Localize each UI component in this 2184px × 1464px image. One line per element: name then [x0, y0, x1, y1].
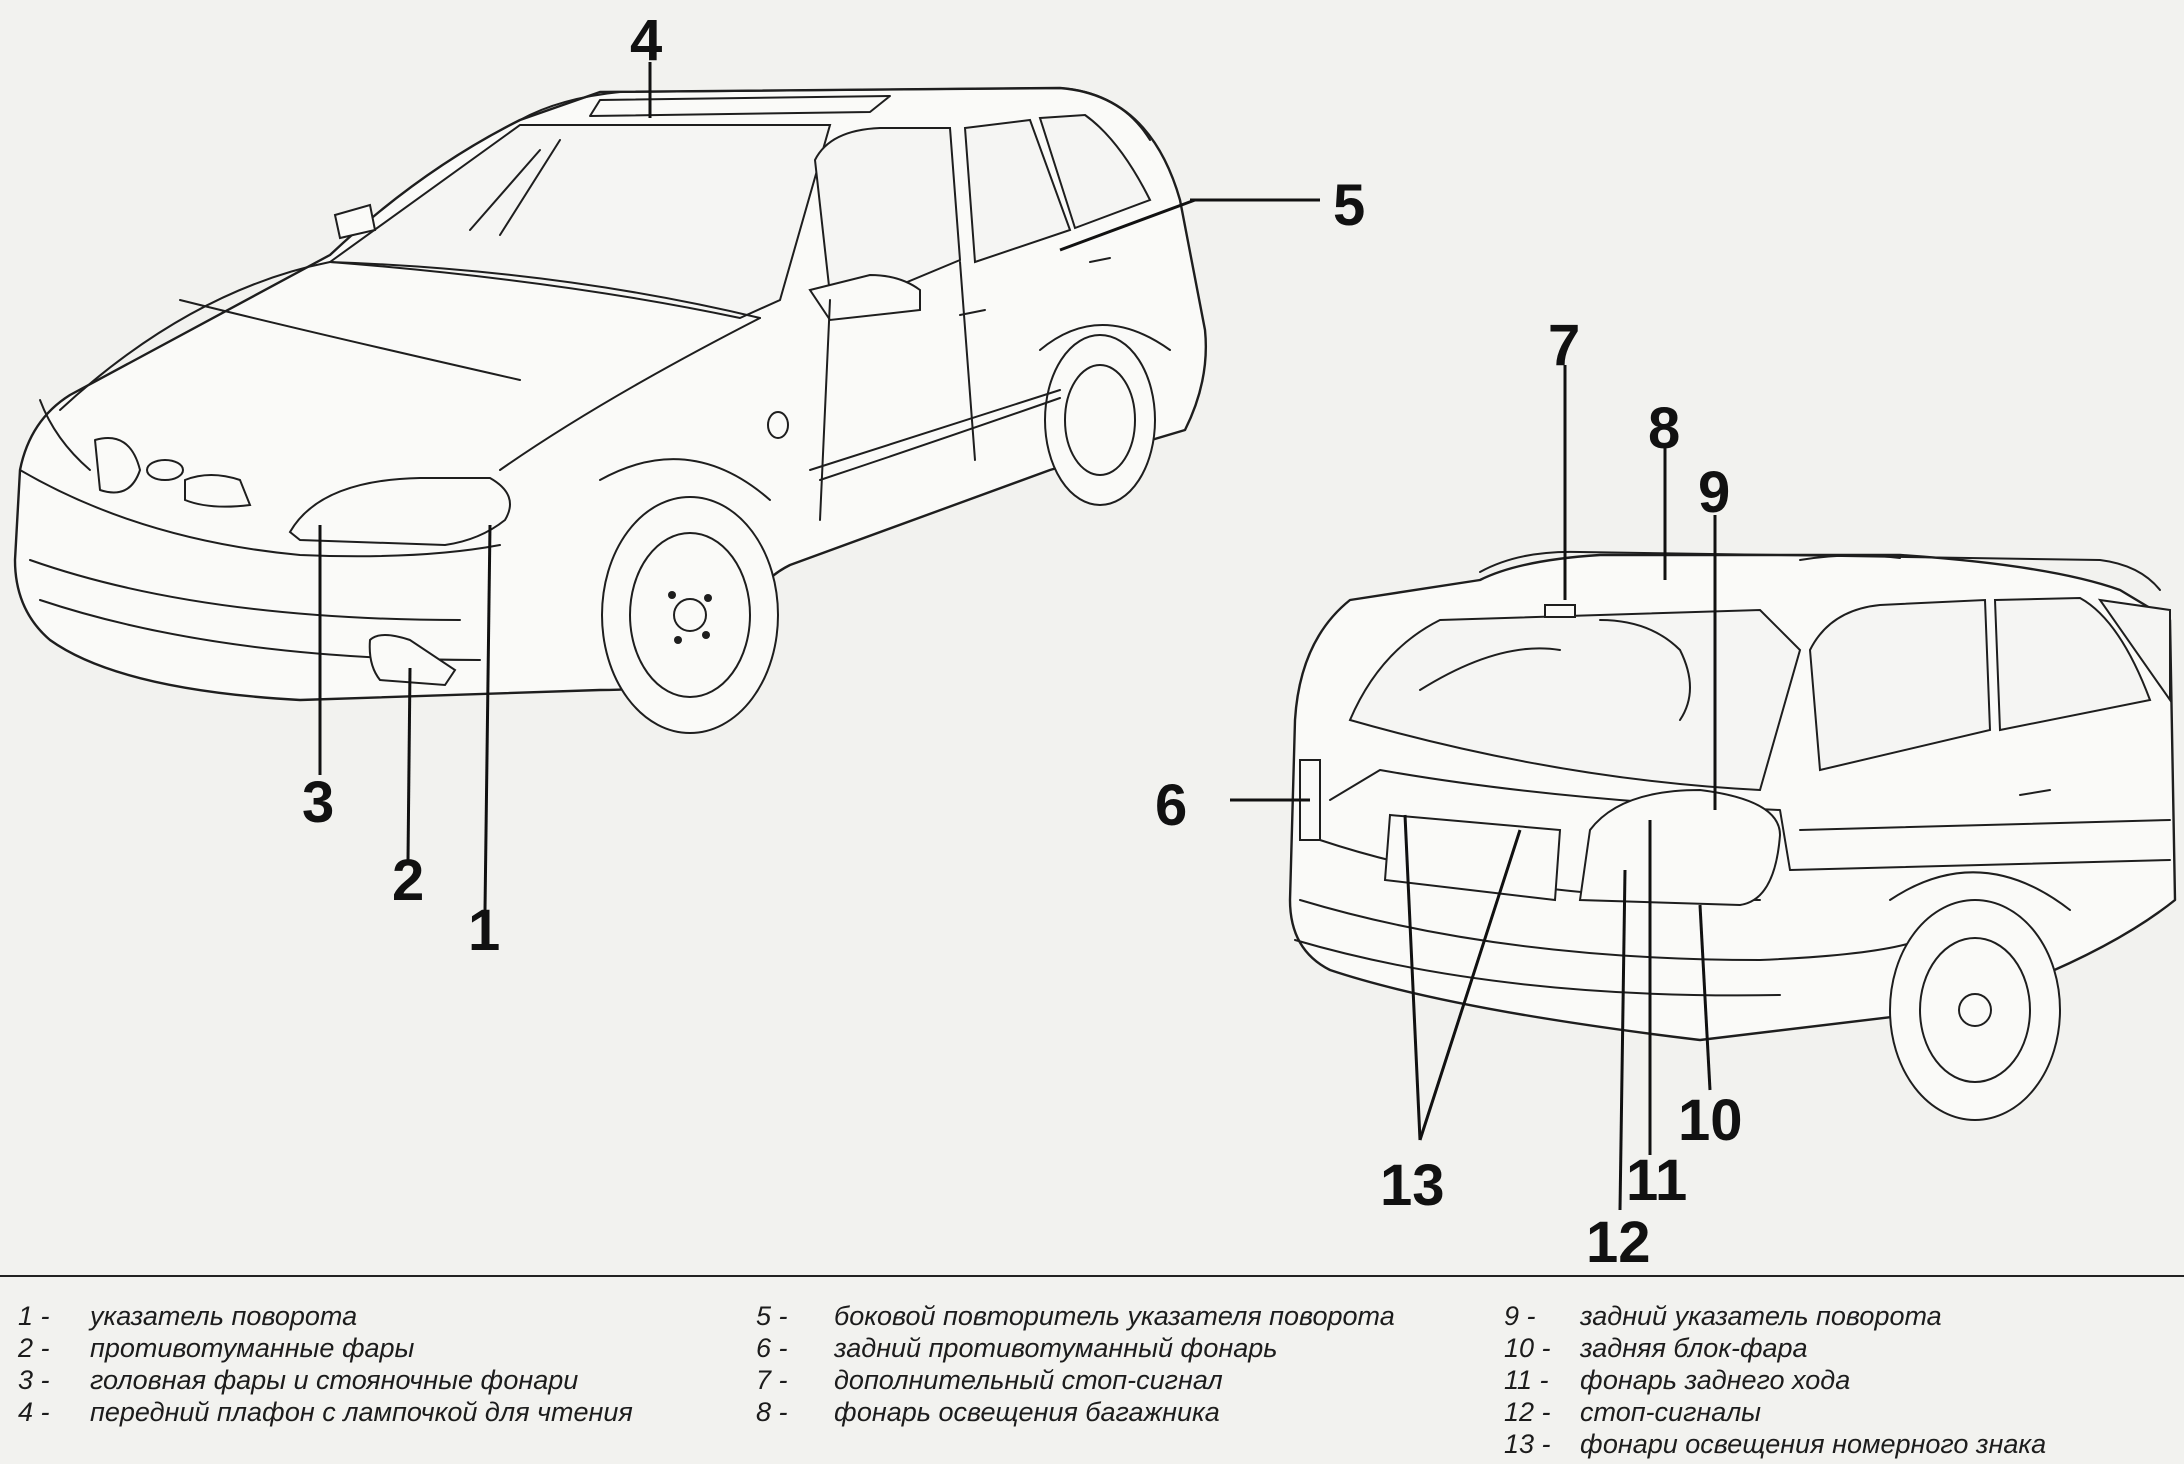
- legend-column-1: 1 - указатель поворота 2 - противотуманные…: [18, 1300, 698, 1428]
- legend-text: противотуманные фары: [90, 1333, 415, 1363]
- legend: 1 - указатель поворота 2 - противотуманные…: [0, 1290, 2184, 1464]
- legend-number: 6 -: [756, 1333, 788, 1363]
- callout-labels: 1 2 3 4 5 6 7 8 9 10 11 12 13: [302, 8, 1743, 1275]
- leader-lines: [318, 62, 1717, 1211]
- callout-12: 12: [1586, 1210, 1651, 1275]
- callout-4: 4: [630, 8, 662, 73]
- legend-text: фонарь заднего хода: [1580, 1365, 1851, 1395]
- legend-number: 11 -: [1504, 1365, 1549, 1395]
- legend-item-13: 13 - фонари освещения номерного знака: [1504, 1428, 2174, 1460]
- legend-text: задняя блок-фара: [1580, 1333, 1808, 1363]
- legend-number: 13 -: [1504, 1429, 1551, 1459]
- legend-number: 12 -: [1504, 1397, 1551, 1427]
- legend-number: 8 -: [756, 1397, 788, 1427]
- callout-5: 5: [1333, 173, 1365, 238]
- rear-car-drawing: [1288, 550, 2177, 1121]
- legend-column-3: 9 - задний указатель поворота 10 - задняя …: [1504, 1300, 2174, 1460]
- legend-text: боковой повторитель указателя поворота: [834, 1301, 1395, 1331]
- legend-item-5: 5 - боковой повторитель указателя поворот…: [756, 1300, 1456, 1332]
- legend-text: головная фары и стояночные фонари: [90, 1365, 579, 1395]
- legend-item-10: 10 - задняя блок-фара: [1504, 1332, 2174, 1364]
- legend-item-4: 4 - передний плафон с лампочкой для чтени…: [18, 1396, 698, 1428]
- callout-10: 10: [1678, 1088, 1743, 1153]
- callout-11: 11: [1626, 1148, 1687, 1213]
- legend-item-11: 11 - фонарь заднего хода: [1504, 1364, 2174, 1396]
- legend-text: передний плафон с лампочкой для чтения: [90, 1397, 633, 1427]
- legend-number: 4 -: [18, 1397, 50, 1427]
- legend-number: 9 -: [1504, 1301, 1536, 1331]
- legend-text: фонари освещения номерного знака: [1580, 1429, 2047, 1459]
- legend-column-2: 5 - боковой повторитель указателя поворот…: [756, 1300, 1456, 1428]
- callout-7: 7: [1548, 313, 1580, 378]
- callout-13: 13: [1380, 1153, 1445, 1218]
- legend-text: указатель поворота: [90, 1301, 358, 1331]
- legend-number: 3 -: [18, 1365, 50, 1395]
- legend-text: фонарь освещения багажника: [834, 1397, 1220, 1427]
- legend-item-12: 12 - стоп-сигналы: [1504, 1396, 2174, 1428]
- legend-item-3: 3 - головная фары и стояночные фонари: [18, 1364, 698, 1396]
- legend-item-6: 6 - задний противотуманный фонарь: [756, 1332, 1456, 1364]
- callout-3: 3: [302, 770, 334, 835]
- legend-item-8: 8 - фонарь освещения багажника: [756, 1396, 1456, 1428]
- legend-number: 10 -: [1504, 1333, 1551, 1363]
- legend-number: 7 -: [756, 1365, 788, 1395]
- callout-2: 2: [392, 848, 424, 913]
- legend-item-7: 7 - дополнительный стоп-сигнал: [756, 1364, 1456, 1396]
- legend-text: стоп-сигналы: [1580, 1397, 1762, 1427]
- lighting-diagram: 1 2 3 4 5 6 7 8 9 10 11 12 13: [0, 8, 2184, 1277]
- callout-9: 9: [1698, 460, 1730, 525]
- callout-6: 6: [1155, 773, 1187, 838]
- callout-1: 1: [468, 898, 500, 963]
- legend-number: 5 -: [756, 1301, 788, 1331]
- legend-text: задний противотуманный фонарь: [834, 1333, 1278, 1363]
- legend-number: 1 -: [18, 1301, 50, 1331]
- legend-item-1: 1 - указатель поворота: [18, 1300, 698, 1332]
- legend-item-2: 2 - противотуманные фары: [18, 1332, 698, 1364]
- legend-item-9: 9 - задний указатель поворота: [1504, 1300, 2174, 1332]
- front-car-drawing: [13, 86, 1208, 734]
- legend-text: задний указатель поворота: [1580, 1301, 1942, 1331]
- callout-8: 8: [1648, 396, 1680, 461]
- legend-number: 2 -: [18, 1333, 50, 1363]
- legend-text: дополнительный стоп-сигнал: [834, 1365, 1223, 1395]
